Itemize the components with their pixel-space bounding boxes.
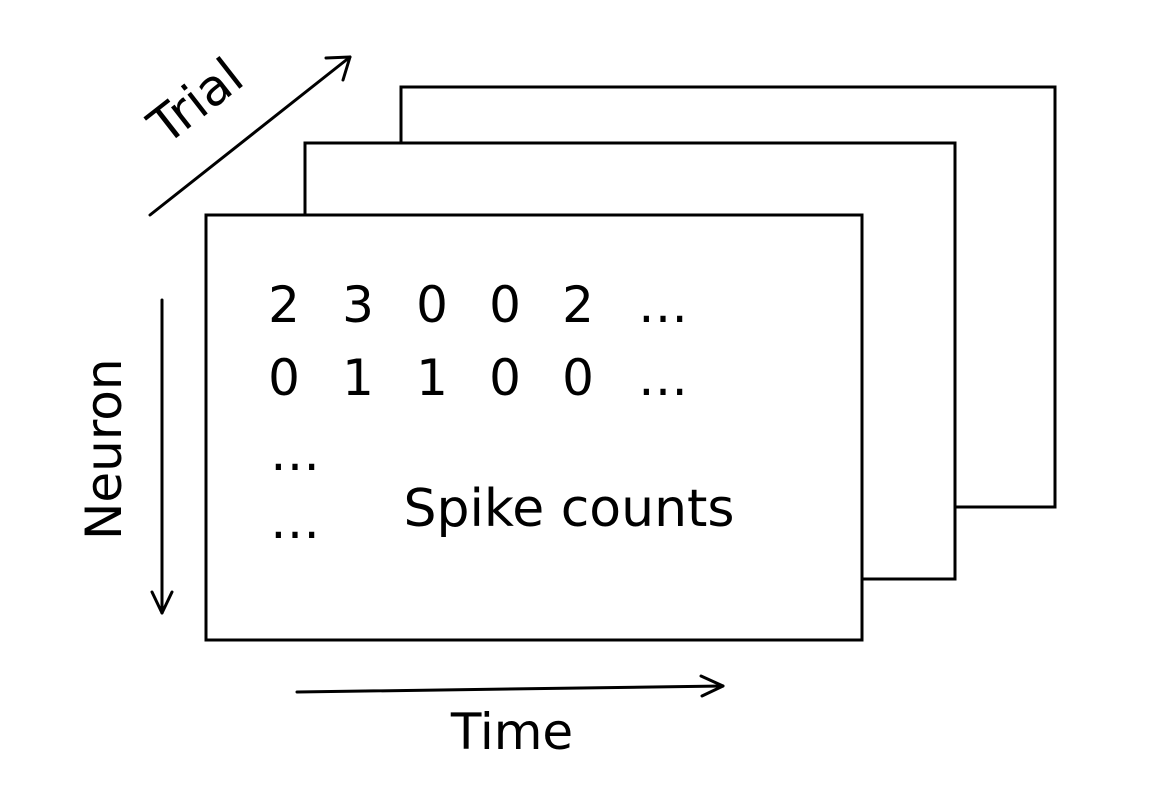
- matrix-cell: 0: [562, 349, 594, 407]
- matrix-row-ellipsis: …: [270, 424, 320, 482]
- neuron-axis-arrow: [150, 298, 174, 615]
- matrix-cell: …: [638, 276, 688, 334]
- time-axis-arrow: [295, 674, 725, 698]
- matrix-cell: 1: [342, 349, 374, 407]
- matrix-cell: …: [638, 349, 688, 407]
- trial-frame-front: [204, 213, 864, 642]
- matrix-cell: 2: [268, 276, 300, 334]
- trial-axis-label: Trial: [137, 47, 254, 156]
- matrix-cell: 0: [489, 276, 521, 334]
- matrix-cell: 0: [489, 349, 521, 407]
- matrix-cell: 2: [562, 276, 594, 334]
- matrix-cell: 0: [416, 276, 448, 334]
- time-axis-label: Time: [450, 703, 573, 761]
- matrix-row-1: 0 1 1 0 0 …: [268, 349, 688, 407]
- matrix-cell: 1: [416, 349, 448, 407]
- matrix-row-0: 2 3 0 0 2 …: [268, 276, 688, 334]
- trial-axis-arrow: [148, 55, 352, 217]
- neuron-axis-label: Neuron: [75, 358, 133, 540]
- matrix-caption: Spike counts: [403, 479, 734, 539]
- matrix-cell: 0: [268, 349, 300, 407]
- matrix-row-ellipsis: …: [270, 492, 320, 550]
- matrix-cell: 3: [342, 276, 374, 334]
